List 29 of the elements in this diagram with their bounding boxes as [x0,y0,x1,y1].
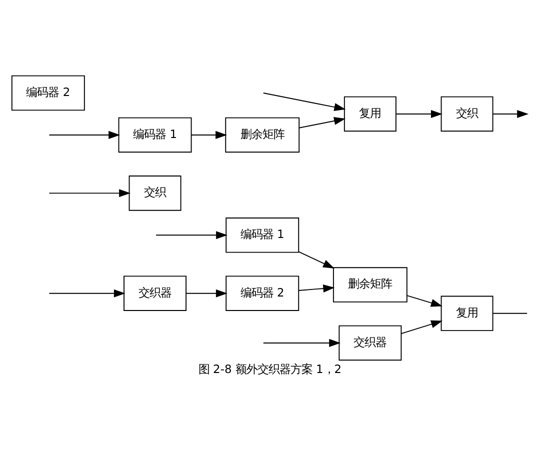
connector [492,312,528,314]
node-box: 编码器 1 [118,116,192,152]
caption: 图 2-8 额外交织器方案 1，2 [198,362,342,376]
node-box: 删余矩阵 [225,116,300,152]
node-box: 复用 [344,96,396,132]
arrow [186,288,228,297]
arrow [298,284,335,292]
arrow [48,188,131,197]
arrow [190,130,228,138]
node-box: 复用 [440,295,494,331]
node-box: 交织 [440,96,494,132]
arrow [298,250,335,268]
node-box: 编码器 2 [11,74,85,110]
node-box: 交织器 [338,324,402,360]
arrow [262,92,346,111]
arrow [406,294,442,306]
arrow [48,288,126,297]
arrow [156,230,228,239]
arrow [396,109,442,118]
node-box: 删余矩阵 [332,266,408,302]
arrow [400,320,443,334]
arrow [298,116,346,128]
arrow [48,130,120,138]
arrow [492,109,529,118]
arrow [262,338,341,346]
node-box: 交织器 [124,275,187,310]
node-box: 编码器 2 [226,275,300,310]
node-box: 编码器 1 [226,217,300,252]
node-box: 交织 [128,175,182,210]
